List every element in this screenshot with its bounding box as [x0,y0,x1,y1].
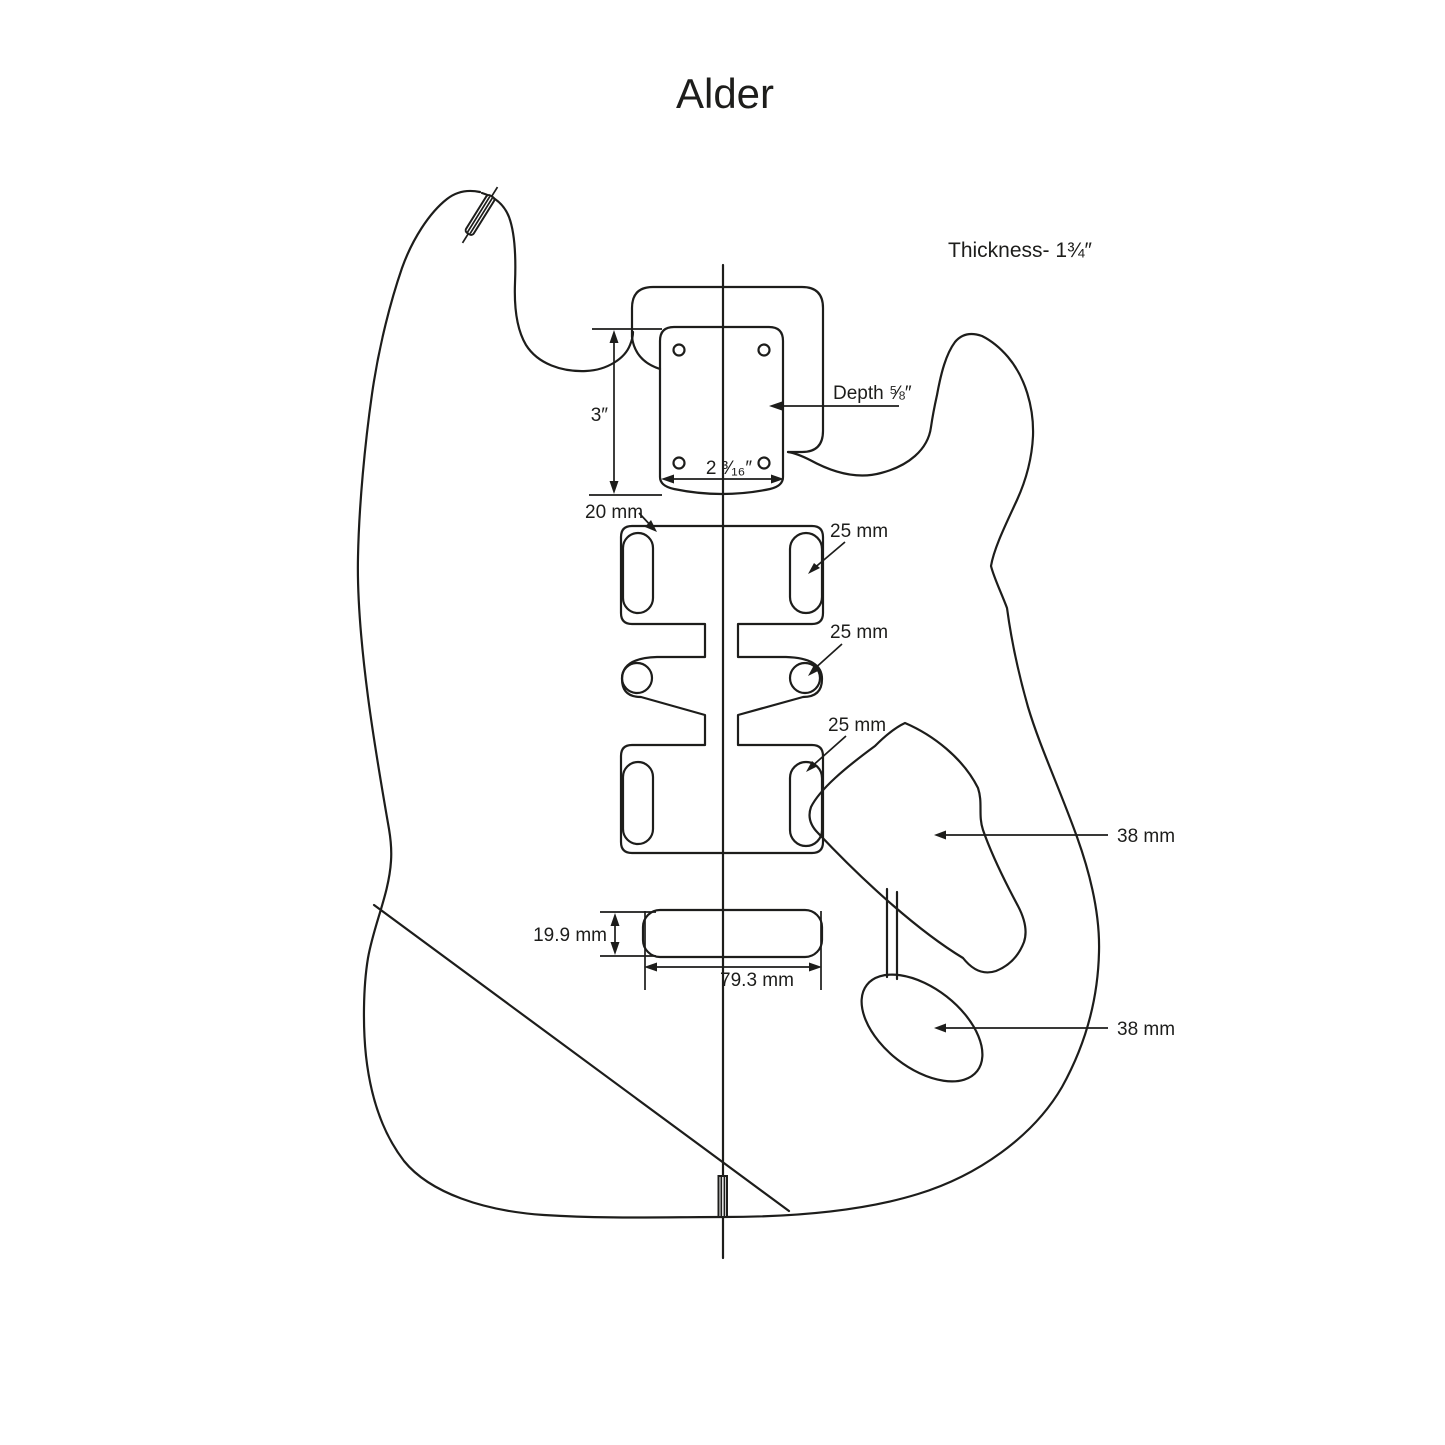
bridge-route [641,908,824,959]
dim-label-79-3mm: 79.3 mm [720,970,794,991]
dim-neck-slot-height: 25 mm [808,521,888,574]
dim-tremolo-cavity: 38 mm [934,826,1175,847]
tremolo-cavity [808,721,1027,974]
neck-screw-hole [757,456,771,470]
end-pin [717,1175,728,1218]
dim-bridge-route-height: 19.9 mm [533,911,656,957]
neck-pickup-slot-right [788,531,824,615]
neck-cutaway-curve [480,191,635,373]
thickness-note: Thickness- 1¾″ [948,239,1093,262]
dim-label-20mm: 20 mm [585,502,643,523]
dim-bridge-slot: 25 mm [806,715,886,772]
dim-label-3in: 3″ [591,405,609,426]
neck-screw-hole [672,343,686,357]
bridge-pickup-slot-right [788,760,824,848]
dim-label-25mm-2: 25 mm [830,622,888,643]
dim-neck-pocket-length: 3″ [589,328,662,496]
dim-label-2-3-16: 2 ³⁄₁₆″ [706,458,752,479]
pickup-route-chain [619,524,825,855]
strap-button [461,186,499,244]
neck-screw-hole [672,456,686,470]
jack-cavity [860,973,984,1083]
dim-label-38mm-2: 38 mm [1117,1019,1175,1040]
dim-neck-slot-width: 20 mm [585,502,657,532]
neck-screw-hole [757,343,771,357]
dim-neck-pocket-depth: Depth ⅝″ [769,383,912,411]
contour-line [372,903,791,1213]
dim-label-depth: Depth ⅝″ [833,383,912,404]
dim-label-25mm-3: 25 mm [828,715,886,736]
middle-pickup-hole-left [620,661,654,695]
dim-label-25mm-1: 25 mm [830,521,888,542]
dim-neck-pocket-width: 2 ³⁄₁₆″ [661,458,784,484]
dim-label-19-9mm: 19.9 mm [533,925,607,946]
jack-channel [885,887,899,981]
dim-bridge-route-width: 79.3 mm [644,911,822,991]
neck-pocket-route [630,285,825,454]
neck-heel [658,325,785,496]
body-outline [356,189,1101,1219]
dim-jack-cavity: 38 mm [934,1019,1175,1040]
bridge-pickup-slot-left [621,760,655,846]
middle-pickup-hole-right [788,661,822,695]
neck-pickup-slot-left [621,531,655,615]
dim-middle-hole: 25 mm [808,622,888,676]
dim-label-38mm-1: 38 mm [1117,826,1175,847]
page-title: Alder [676,70,774,117]
